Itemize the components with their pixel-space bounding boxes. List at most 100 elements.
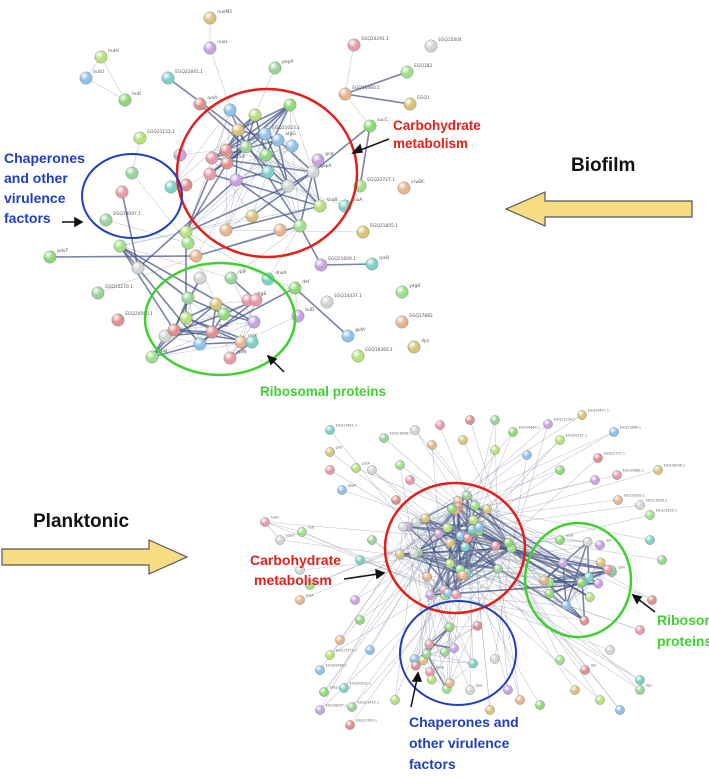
bottom-node-label: rpsB <box>566 533 574 537</box>
bottom-edge <box>354 542 451 601</box>
top-node-highlight <box>239 140 253 154</box>
top-node-label: gnd <box>325 151 334 157</box>
bottom-node-highlight <box>297 527 307 537</box>
top-edge <box>225 154 267 231</box>
top-edge <box>267 225 301 280</box>
bottom-node-highlight <box>445 538 455 548</box>
bottom-node <box>615 705 625 715</box>
bottom-node <box>391 495 401 505</box>
bottom-node <box>468 515 479 525</box>
top-node-label: rpsB <box>379 255 389 261</box>
bottom-node-label: EGQ21390.1 <box>356 718 377 722</box>
top-edge <box>344 44 355 95</box>
bottom-node: EGQ16283.1 <box>613 493 645 505</box>
top-node-highlight <box>94 50 108 64</box>
top-node-highlight <box>231 123 245 137</box>
bottom-node: gnd <box>325 445 342 457</box>
bottom-node <box>470 500 480 511</box>
top-node-highlight <box>397 181 411 195</box>
bottom-node: rplF <box>595 538 612 550</box>
bottom-node-label: EGQ19882.1 <box>623 468 644 472</box>
bottom-edge <box>467 537 509 691</box>
top-node <box>293 219 307 233</box>
top-edge <box>230 225 301 279</box>
bottom-node: hutI <box>297 525 314 537</box>
top-node <box>125 166 139 180</box>
bottom-node: hutH <box>260 515 279 527</box>
top-node-label: EGQ15404 <box>438 37 462 43</box>
bottom-node-highlight <box>339 683 349 693</box>
top-edge <box>185 185 289 233</box>
top-node-label: EGQ16460.1 <box>352 85 380 91</box>
bottom-carbohydrate-label: Carbohydrate metabolism <box>250 552 345 588</box>
bottom-node <box>443 588 453 598</box>
bottom-node-label: EGQ20291.1 <box>566 433 587 437</box>
top-node-label: EGQ18097.1 <box>113 211 141 217</box>
bottom-node <box>422 571 432 582</box>
top-node-label: EGQ182 <box>414 63 432 69</box>
bottom-node-highlight <box>543 419 553 429</box>
top-edge <box>85 77 126 101</box>
bottom-node-highlight <box>609 427 619 437</box>
bottom-node-highlight <box>390 695 400 705</box>
top-node-highlight <box>281 179 295 193</box>
bottom-node-highlight <box>275 535 285 545</box>
bottom-edge <box>402 474 618 528</box>
top-node-highlight <box>133 131 147 145</box>
bottom-node-highlight <box>522 450 532 460</box>
pointer-arrows <box>62 138 656 708</box>
bottom-node <box>493 563 503 574</box>
top-chap-pointer-head <box>74 216 84 228</box>
top-node-highlight <box>229 173 243 187</box>
top-node-highlight <box>193 271 207 285</box>
top-node-highlight <box>403 97 417 111</box>
top-node: EGQ20560.1 <box>111 311 153 327</box>
top-node-highlight <box>245 335 259 349</box>
top-node-highlight <box>395 285 409 299</box>
bottom-edge <box>429 594 457 673</box>
bottom-node-label: rplN <box>618 565 625 569</box>
bottom-node <box>576 577 587 588</box>
bottom-node <box>463 533 473 543</box>
top-edge <box>185 145 293 233</box>
top-node: EGQ21152.1 <box>133 129 175 145</box>
top-node <box>167 323 181 337</box>
bottom-node-highlight <box>579 616 590 626</box>
top-edge <box>344 93 371 127</box>
bottom-node <box>555 655 565 665</box>
bottom-node-highlight <box>422 649 432 659</box>
top-node-highlight <box>271 133 285 147</box>
bottom-edge <box>394 553 415 701</box>
bottom-node-highlight <box>315 705 325 715</box>
bottom-node <box>409 548 419 559</box>
top-node-highlight <box>203 11 217 25</box>
bottom-node-highlight <box>465 415 475 425</box>
bottom-node-highlight <box>468 515 479 525</box>
bottom-ribo-pointer-head <box>631 593 643 605</box>
bottom-node <box>295 565 305 575</box>
bottom-chaperones-label: Chaperones and other virulence factors <box>409 714 523 772</box>
bottom-node-highlight <box>584 572 594 582</box>
bottom-node: tnaA <box>295 593 314 605</box>
top-node-highlight <box>145 350 159 364</box>
bottom-node-highlight <box>445 678 455 688</box>
top-node-highlight <box>205 151 219 165</box>
bottom-node <box>503 685 513 695</box>
top-edge <box>187 297 225 315</box>
bottom-node-label: EGQ22415.1 <box>358 700 379 704</box>
bottom-node: hutU <box>275 533 294 545</box>
bottom-node-label: def <box>591 663 597 667</box>
top-node-highlight <box>179 178 193 192</box>
top-node-label: nuoL <box>217 39 228 45</box>
bottom-node-label: EGQ18097.1 <box>326 703 347 707</box>
top-edge <box>359 125 371 187</box>
bottom-node <box>447 503 457 514</box>
top-node-highlight <box>261 272 275 286</box>
bottom-node-highlight <box>635 625 645 635</box>
bottom-edge <box>511 454 528 549</box>
top-node <box>193 337 207 351</box>
bottom-node-highlight <box>355 555 365 565</box>
bottom-edge <box>494 548 512 660</box>
top-edge <box>294 287 349 337</box>
bottom-ribosomal-label: Ribosomal proteins <box>657 612 709 649</box>
